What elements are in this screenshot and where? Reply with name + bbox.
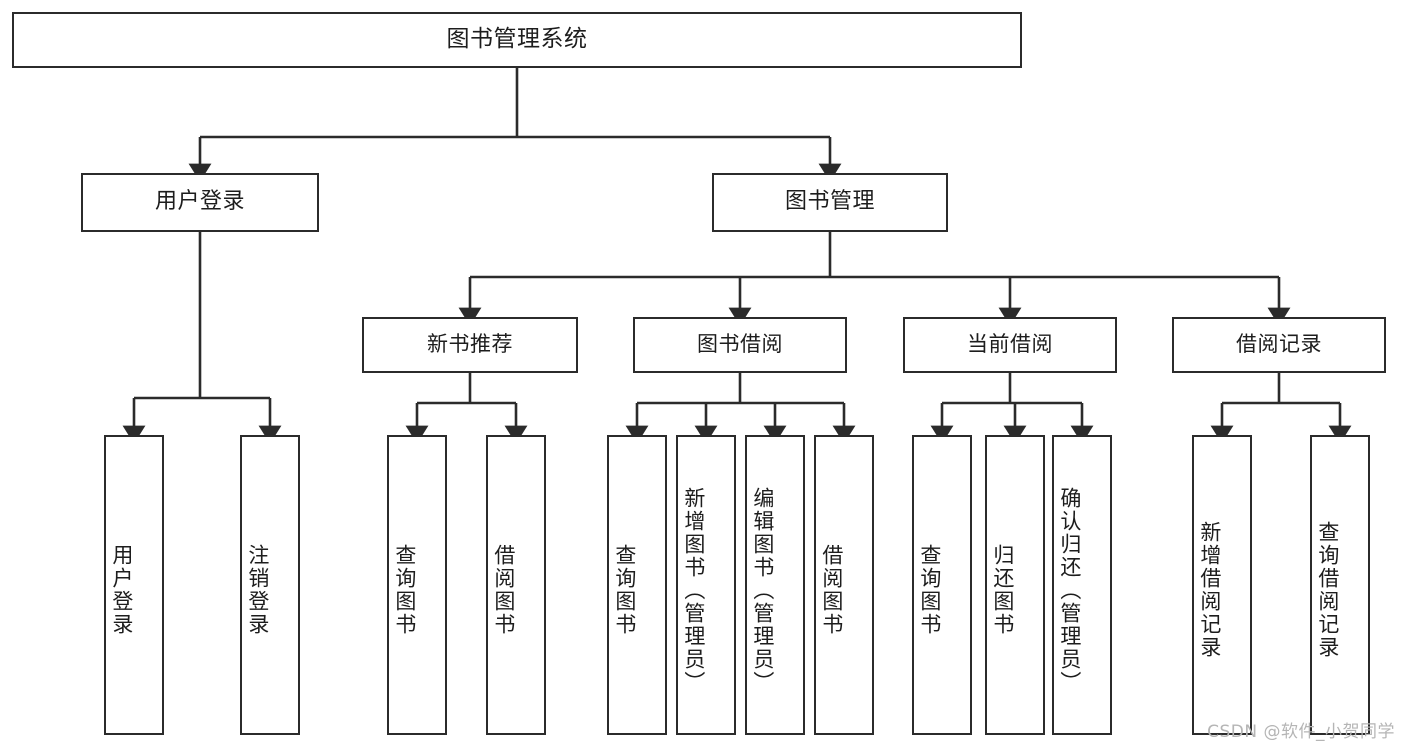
node-root[interactable]: 图书管理系统 xyxy=(12,12,1022,68)
node-label-leaf-query-book-3: 查询图书 xyxy=(917,544,942,636)
node-current-borrow[interactable]: 当前借阅 xyxy=(903,317,1117,373)
node-user-login[interactable]: 用户登录 xyxy=(81,173,319,232)
node-leaf-borrow-book-2[interactable]: 借阅图书 xyxy=(814,435,874,735)
node-label-leaf-query-book-2: 查询图书 xyxy=(612,544,637,636)
node-label-leaf-borrow-book-2: 借阅图书 xyxy=(819,544,844,636)
node-label-current-borrow: 当前借阅 xyxy=(967,332,1053,357)
node-label-book-borrow: 图书借阅 xyxy=(697,332,783,357)
node-leaf-user-login[interactable]: 用户登录 xyxy=(104,435,164,735)
node-label-book-manage: 图书管理 xyxy=(784,189,875,215)
node-leaf-edit-book-admin[interactable]: 编辑图书（管理员） xyxy=(745,435,805,735)
node-label-leaf-return-book: 归还图书 xyxy=(990,544,1015,636)
node-book-borrow[interactable]: 图书借阅 xyxy=(633,317,847,373)
node-borrow-record[interactable]: 借阅记录 xyxy=(1172,317,1386,373)
node-label-leaf-add-book-admin: 新增图书（管理员） xyxy=(681,486,706,694)
node-leaf-query-borrow-record[interactable]: 查询借阅记录 xyxy=(1310,435,1370,735)
node-leaf-user-logout[interactable]: 注销登录 xyxy=(240,435,300,735)
node-leaf-borrow-book-1[interactable]: 借阅图书 xyxy=(486,435,546,735)
node-leaf-add-borrow-record[interactable]: 新增借阅记录 xyxy=(1192,435,1252,735)
node-leaf-query-book-1[interactable]: 查询图书 xyxy=(387,435,447,735)
node-label-leaf-borrow-book-1: 借阅图书 xyxy=(491,544,516,636)
node-label-leaf-user-logout: 注销登录 xyxy=(245,544,270,636)
node-label-leaf-add-borrow-record: 新增借阅记录 xyxy=(1197,521,1222,659)
node-label-leaf-user-login: 用户登录 xyxy=(109,544,134,636)
node-label-root: 图书管理系统 xyxy=(446,26,588,53)
node-book-manage[interactable]: 图书管理 xyxy=(712,173,948,232)
node-label-leaf-edit-book-admin: 编辑图书（管理员） xyxy=(750,486,775,694)
node-label-leaf-query-book-1: 查询图书 xyxy=(392,544,417,636)
node-label-leaf-query-borrow-record: 查询借阅记录 xyxy=(1315,521,1340,659)
node-leaf-return-book[interactable]: 归还图书 xyxy=(985,435,1045,735)
node-label-borrow-record: 借阅记录 xyxy=(1236,332,1322,357)
node-label-leaf-confirm-return-admin: 确认归还（管理员） xyxy=(1057,486,1082,694)
node-label-user-login: 用户登录 xyxy=(154,189,245,215)
node-leaf-query-book-2[interactable]: 查询图书 xyxy=(607,435,667,735)
node-label-new-book-recommend: 新书推荐 xyxy=(427,332,513,357)
node-leaf-query-book-3[interactable]: 查询图书 xyxy=(912,435,972,735)
node-new-book-recommend[interactable]: 新书推荐 xyxy=(362,317,578,373)
watermark-text: CSDN @软件_小贺同学 xyxy=(1207,722,1395,742)
node-leaf-add-book-admin[interactable]: 新增图书（管理员） xyxy=(676,435,736,735)
node-leaf-confirm-return-admin[interactable]: 确认归还（管理员） xyxy=(1052,435,1112,735)
